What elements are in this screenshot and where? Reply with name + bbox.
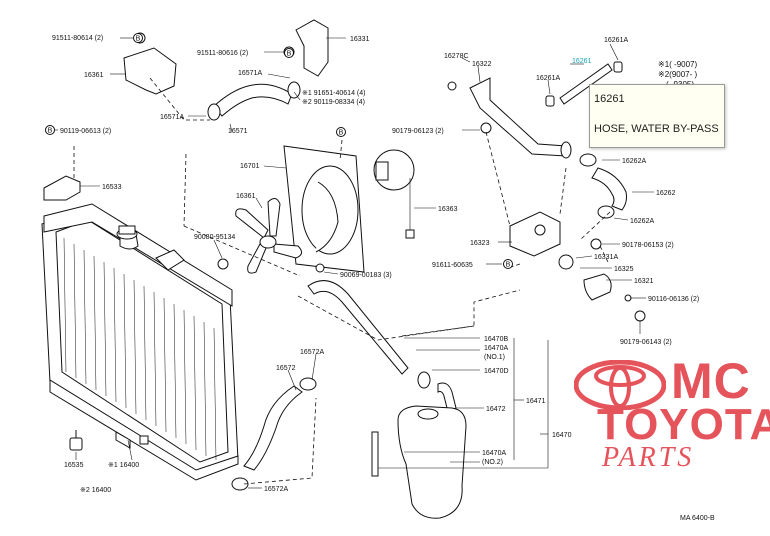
label-91511-top[interactable]: 91511-80614 (2) <box>52 35 103 42</box>
logo-parts-text: PARTS <box>602 442 695 473</box>
label-16572a-bot[interactable]: 16572A <box>264 486 288 493</box>
drain-cock[interactable] <box>69 430 83 451</box>
label-16323[interactable]: 16323 <box>470 240 490 247</box>
label-16400b[interactable]: ※2 16400 <box>80 487 111 494</box>
label-16571a[interactable]: 16571A <box>160 114 184 121</box>
label-16572a[interactable]: 16572A <box>300 349 324 356</box>
label-16331a[interactable]: 16331A <box>594 254 618 261</box>
toyota-emblem-icon <box>574 360 666 410</box>
radiator-cap[interactable] <box>116 225 138 240</box>
logo-mc-text: MC <box>671 353 751 409</box>
label-16325[interactable]: 16325 <box>614 266 634 273</box>
label-16571[interactable]: 16571 <box>228 128 248 135</box>
radiator-support-16361[interactable] <box>123 32 177 95</box>
label-90179[interactable]: 90179-06123 (2) <box>392 128 444 135</box>
label-no2: (NO.2) <box>482 459 503 466</box>
svg-text:B: B <box>506 262 511 269</box>
ref-marker-b-3: B <box>336 127 346 137</box>
label-16322[interactable]: 16322 <box>472 61 492 68</box>
label-16278c[interactable]: 16278C <box>444 53 469 60</box>
water-bypass-pipe[interactable] <box>469 77 572 159</box>
label-16331[interactable]: 16331 <box>350 36 370 43</box>
label-16535[interactable]: 16535 <box>64 462 84 469</box>
bolts <box>217 81 646 322</box>
radiator-core <box>63 237 217 461</box>
label-16262a-2[interactable]: 16262A <box>630 218 654 225</box>
label-90179b[interactable]: 90179-06143 (2) <box>620 339 672 346</box>
label-16262a[interactable]: 16262A <box>622 158 646 165</box>
label-16470d[interactable]: 16470D <box>484 368 509 375</box>
ref-marker-b-4: B <box>45 125 55 135</box>
ref-marker-b-1: B <box>133 33 143 43</box>
part-labels: 91511-80614 (2) 16331 16361 91511-80616 … <box>52 35 699 494</box>
fan-motor[interactable] <box>373 149 415 239</box>
label-16701[interactable]: 16701 <box>240 163 260 170</box>
leader-lines <box>46 37 654 489</box>
diagram-code: MA 6400-B <box>680 515 715 522</box>
label-90119[interactable]: ※2 90119-08334 (4) <box>302 99 365 106</box>
dashed-guides <box>73 77 611 485</box>
svg-text:※2(9007- ): ※2(9007- ) <box>658 70 698 79</box>
radiator-bracket[interactable] <box>43 175 81 201</box>
label-16262[interactable]: 16262 <box>656 190 676 197</box>
label-no1: (NO.1) <box>484 354 505 361</box>
reservoir-tank[interactable] <box>371 405 467 519</box>
label-90069[interactable]: 90069-00183 (3) <box>340 272 392 279</box>
fan-shroud[interactable] <box>283 145 365 273</box>
label-16472[interactable]: 16472 <box>486 406 506 413</box>
label-16363[interactable]: 16363 <box>438 206 458 213</box>
ref-marker-b-5: B <box>503 259 513 269</box>
label-90178[interactable]: 90178-06153 (2) <box>622 242 674 249</box>
label-16261a-small[interactable]: 16261A <box>536 75 560 82</box>
label-16470[interactable]: 16470 <box>552 432 572 439</box>
label-16261[interactable]: 16261 <box>572 58 592 65</box>
svg-text:B: B <box>136 36 141 43</box>
svg-text:B: B <box>339 130 344 137</box>
svg-text:B: B <box>48 128 53 135</box>
radiator-support-16331[interactable] <box>283 19 329 77</box>
label-16571a-top[interactable]: 16571A <box>238 70 262 77</box>
upper-radiator-hose[interactable] <box>207 81 301 121</box>
label-90119-left[interactable]: 90119-06613 (2) <box>60 128 111 135</box>
thermostat-housing[interactable] <box>509 211 561 257</box>
svg-text:※1( -9007): ※1( -9007) <box>658 60 698 69</box>
tooltip-part-number: 16261 <box>594 93 625 105</box>
label-16321[interactable]: 16321 <box>634 278 654 285</box>
ref-marker-b-2: B <box>284 48 294 58</box>
label-16261a[interactable]: 16261A <box>604 37 628 44</box>
svg-text:B: B <box>287 51 292 58</box>
label-16471[interactable]: 16471 <box>526 398 546 405</box>
lower-radiator-hose[interactable] <box>231 377 317 491</box>
logo-toyota-text: TOYOTA <box>597 400 770 449</box>
hose-clamp-16261a[interactable] <box>545 61 623 107</box>
water-inlet[interactable] <box>558 254 612 301</box>
water-bypass-hose[interactable] <box>559 63 613 105</box>
reservoir-hose-long[interactable] <box>307 280 409 375</box>
label-90116[interactable]: 90116-06136 (2) <box>648 296 699 303</box>
part-tooltip: 16261 HOSE, WATER BY-PASS <box>589 84 725 148</box>
label-16361[interactable]: 16361 <box>84 72 104 79</box>
label-90080[interactable]: 90080-95134 <box>194 234 235 241</box>
label-16572[interactable]: 16572 <box>276 365 296 372</box>
label-16470a-no1[interactable]: 16470A <box>484 345 508 352</box>
label-16361-fan[interactable]: 16361 <box>236 193 256 200</box>
cooling-fan[interactable] <box>235 198 302 274</box>
tooltip-part-name: HOSE, WATER BY-PASS <box>594 123 719 135</box>
label-16470b[interactable]: 16470B <box>484 336 508 343</box>
hose-16262[interactable] <box>579 153 627 219</box>
label-91511-mid[interactable]: 91511-80616 (2) <box>197 50 248 57</box>
label-91511-right[interactable]: 91611-60635 <box>432 262 473 269</box>
label-16533[interactable]: 16533 <box>102 184 122 191</box>
label-91651[interactable]: ※1 91651-40614 (4) <box>302 90 365 97</box>
label-16400[interactable]: ※1 16400 <box>108 462 139 469</box>
label-16470a-no2[interactable]: 16470A <box>482 450 506 457</box>
